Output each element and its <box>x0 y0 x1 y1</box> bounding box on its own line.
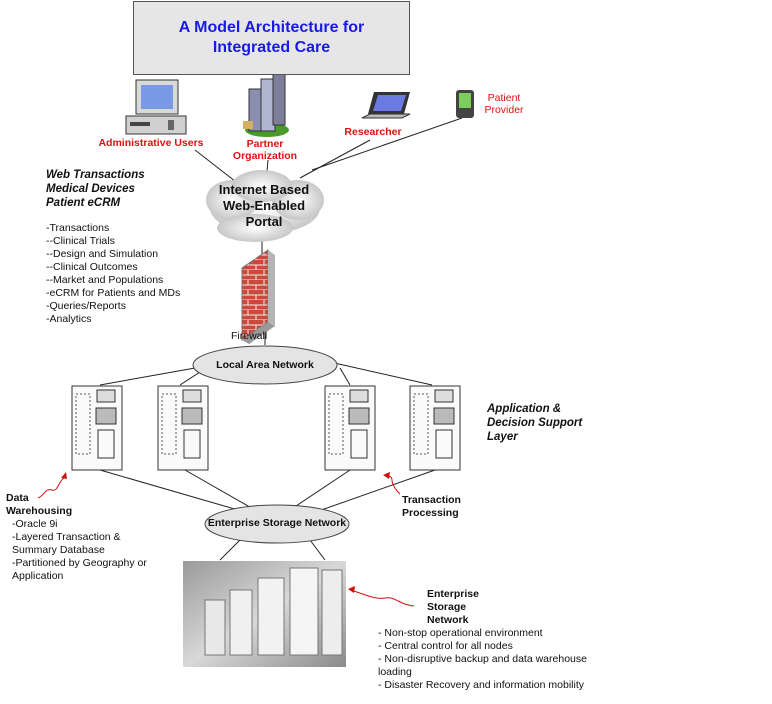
patient-provider-label: Patient Provider <box>476 92 532 116</box>
partner-line-1: Partner <box>246 138 284 150</box>
app-layer-label: Application & Decision Support Layer <box>487 402 582 444</box>
list-item: --Market and Populations <box>46 274 164 286</box>
list-item: loading <box>378 666 412 678</box>
list-item: - Central control for all nodes <box>378 640 513 652</box>
enterprise-storage-list: - Non-stop operational environment - Cen… <box>378 627 587 692</box>
app-layer-line-1: Application & <box>487 403 562 415</box>
heading-medical-devices: Medical Devices <box>46 183 135 195</box>
list-item: --Clinical Trials <box>46 235 115 247</box>
lan-ellipse <box>192 345 338 385</box>
es-title-line-3: Network <box>427 614 469 626</box>
dw-title-line-1: Data <box>6 492 29 504</box>
esn-ellipse <box>204 504 350 544</box>
lan-label: Local Area Network <box>216 359 314 371</box>
es-title-line-1: Enterprise <box>427 588 479 600</box>
tp-line-1: Transaction <box>402 494 461 506</box>
list-item: -Oracle 9i <box>12 518 58 530</box>
es-title-line-2: Storage <box>427 601 467 613</box>
transaction-processing-label: Transaction Processing <box>402 494 461 520</box>
building-icon <box>243 69 289 137</box>
heading-web-transactions: Web Transactions <box>46 169 145 181</box>
researcher-label: Researcher <box>344 126 402 138</box>
list-item: -Transactions <box>46 222 110 234</box>
list-item: -Analytics <box>46 313 92 325</box>
list-item: -Queries/Reports <box>46 300 126 312</box>
firewall-label: Firewall <box>231 330 268 342</box>
partner-org-label: Partner Organization <box>225 138 305 162</box>
internet-cloud <box>206 170 324 242</box>
app-layer-line-2: Decision Support <box>487 417 583 429</box>
web-section-headings: Web Transactions Medical Devices Patient… <box>46 168 145 210</box>
laptop-icon <box>361 92 411 119</box>
portal-label: Internet Based Web-Enabled Portal <box>206 182 322 230</box>
patient-line-2: Provider <box>484 104 524 116</box>
computer-icon <box>125 79 187 135</box>
title-line-1: A Model Architecture for <box>178 19 365 36</box>
data-warehousing-list: -Oracle 9i -Layered Transaction & Summar… <box>12 518 147 583</box>
enterprise-storage-title: Enterprise Storage Network <box>427 588 479 627</box>
list-item: -Partitioned by Geography or <box>12 557 147 569</box>
list-item: - Non-disruptive backup and data warehou… <box>378 653 587 665</box>
list-item: - Disaster Recovery and information mobi… <box>378 679 584 691</box>
server-icons <box>71 385 461 471</box>
list-item: -eCRM for Patients and MDs <box>46 287 181 299</box>
diagram-title: A Model Architecture for Integrated Care <box>133 1 410 75</box>
title-line-2: Integrated Care <box>212 39 331 56</box>
pda-icon <box>456 90 474 118</box>
firewall-icon <box>241 249 275 344</box>
portal-line-3: Portal <box>245 214 283 229</box>
esn-label: Enterprise Storage Network <box>207 517 347 529</box>
list-item: -Layered Transaction & <box>12 531 121 543</box>
tp-line-2: Processing <box>402 507 459 519</box>
portal-line-2: Web-Enabled <box>222 198 306 213</box>
portal-line-1: Internet Based <box>218 182 310 197</box>
data-warehousing-title: Data Warehousing <box>6 492 72 518</box>
patient-line-1: Patient <box>487 92 521 104</box>
list-item: - Non-stop operational environment <box>378 627 543 639</box>
admin-users-label: Administrative Users <box>98 137 204 149</box>
list-item: --Design and Simulation <box>46 248 159 260</box>
storage-array-image <box>183 561 346 667</box>
partner-line-2: Organization <box>232 150 298 162</box>
list-item: Summary Database <box>12 544 105 556</box>
web-section-list: -Transactions --Clinical Trials --Design… <box>46 222 180 326</box>
dw-title-line-2: Warehousing <box>6 505 73 517</box>
heading-patient-ecrm: Patient eCRM <box>46 197 121 209</box>
app-layer-line-3: Layer <box>487 431 518 443</box>
list-item: --Clinical Outcomes <box>46 261 138 273</box>
list-item: Application <box>12 570 64 582</box>
